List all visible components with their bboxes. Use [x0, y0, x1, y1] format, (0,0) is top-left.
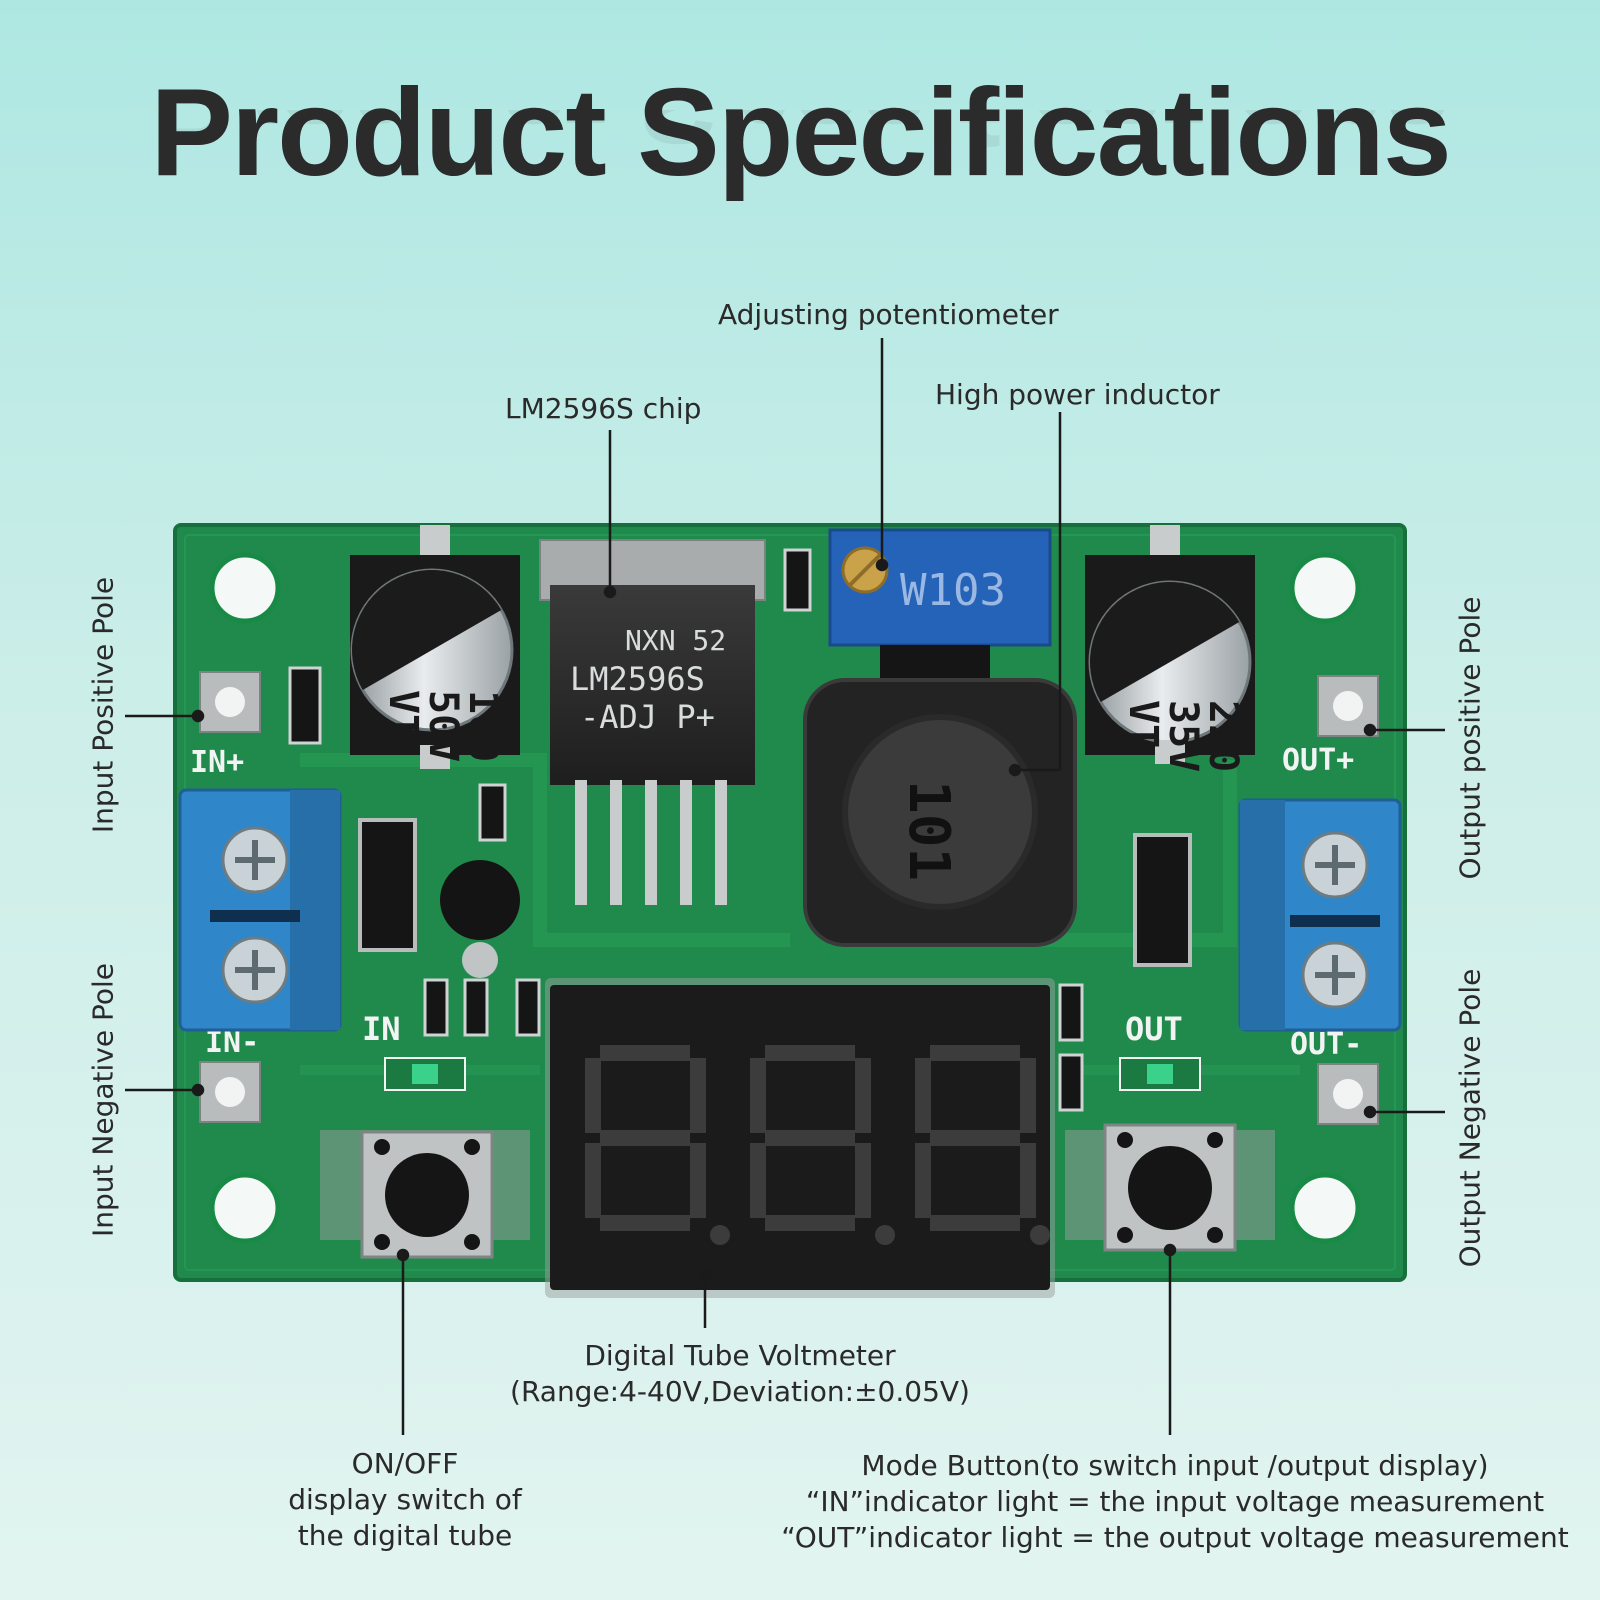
pad-in-plus	[199, 671, 261, 733]
mount-hole	[209, 552, 281, 624]
resistor	[515, 978, 541, 1037]
pad-out-plus-label: OUT+	[1282, 743, 1354, 778]
inductor	[803, 678, 1077, 947]
cap-right-brand: VT	[1120, 700, 1166, 748]
label-mode-button: Mode Button(to switch input /output disp…	[770, 1448, 1580, 1556]
resistor	[783, 548, 812, 612]
capacitor-left	[350, 525, 520, 769]
label-mode-line3: “OUT”indicator light = the output voltag…	[781, 1521, 1569, 1554]
transistor	[440, 860, 520, 940]
chip-marking-2: LM2596S	[570, 660, 705, 698]
lm2596s-chip	[539, 539, 766, 905]
chip-marking-3: -ADJ P+	[580, 698, 715, 736]
mount-hole	[1289, 1172, 1361, 1244]
label-mode-line1: Mode Button(to switch input /output disp…	[861, 1449, 1489, 1482]
mount-hole	[1289, 552, 1361, 624]
pot-marking: W103	[900, 565, 1006, 616]
label-voltmeter: Digital Tube Voltmeter (Range:4-40V,Devi…	[460, 1338, 1020, 1410]
label-voltmeter-title: Digital Tube Voltmeter	[584, 1339, 896, 1372]
resistor	[1058, 983, 1084, 1042]
label-chip: LM2596S chip	[505, 392, 702, 425]
resistor	[478, 783, 507, 842]
leader-lines	[125, 338, 1445, 1435]
resistor	[1058, 1053, 1084, 1112]
resistor	[288, 666, 322, 745]
label-output-positive: Output positive Pole	[1453, 596, 1487, 880]
cap-right-voltage: 35V	[1160, 700, 1206, 772]
label-onoff-line3: the digital tube	[297, 1519, 513, 1552]
led-in-label: IN	[362, 1010, 401, 1048]
output-terminal-block	[1238, 798, 1402, 1032]
label-mode-line2: “IN”indicator light = the input voltage …	[805, 1485, 1545, 1518]
pad-in-plus-label: IN+	[190, 745, 244, 780]
label-output-negative: Output Negative Pole	[1453, 968, 1487, 1268]
label-input-negative: Input Negative Pole	[86, 963, 120, 1237]
pad-in-minus	[199, 1061, 261, 1123]
cap-right-value: 220	[1200, 700, 1246, 772]
chip-marking-1: NXN 52	[625, 624, 726, 657]
mode-button	[1065, 1123, 1275, 1252]
label-input-positive: Input Positive Pole	[86, 576, 120, 834]
resistor	[423, 978, 449, 1037]
pad-out-minus-label: OUT-	[1290, 1027, 1362, 1062]
potentiometer	[828, 528, 1052, 680]
pad-out-minus	[1317, 1063, 1379, 1125]
label-inductor: High power inductor	[935, 378, 1220, 411]
label-onoff-line2: display switch of	[288, 1483, 522, 1516]
inductor-marking: 101	[896, 780, 961, 881]
label-onoff-line1: ON/OFF	[351, 1447, 459, 1480]
label-onoff: ON/OFF display switch of the digital tub…	[250, 1446, 560, 1554]
input-terminal-block	[178, 788, 342, 1032]
label-potentiometer: Adjusting potentiometer	[718, 298, 1059, 331]
cap-left-value: 100	[460, 690, 506, 762]
onoff-button	[320, 1130, 530, 1259]
led-out-label: OUT	[1125, 1010, 1183, 1048]
label-voltmeter-range: (Range:4-40V,Deviation:±0.05V)	[510, 1375, 970, 1408]
diode	[1133, 833, 1192, 967]
mount-hole	[209, 1172, 281, 1244]
capacitor-right	[1085, 525, 1255, 764]
page-title: Product Specifications	[150, 64, 1452, 202]
resistor	[463, 978, 489, 1037]
diode	[358, 818, 417, 952]
digital-tube-display	[545, 978, 1055, 1298]
cap-left-brand: VT	[380, 690, 426, 738]
cap-left-voltage: 50V	[420, 690, 466, 762]
